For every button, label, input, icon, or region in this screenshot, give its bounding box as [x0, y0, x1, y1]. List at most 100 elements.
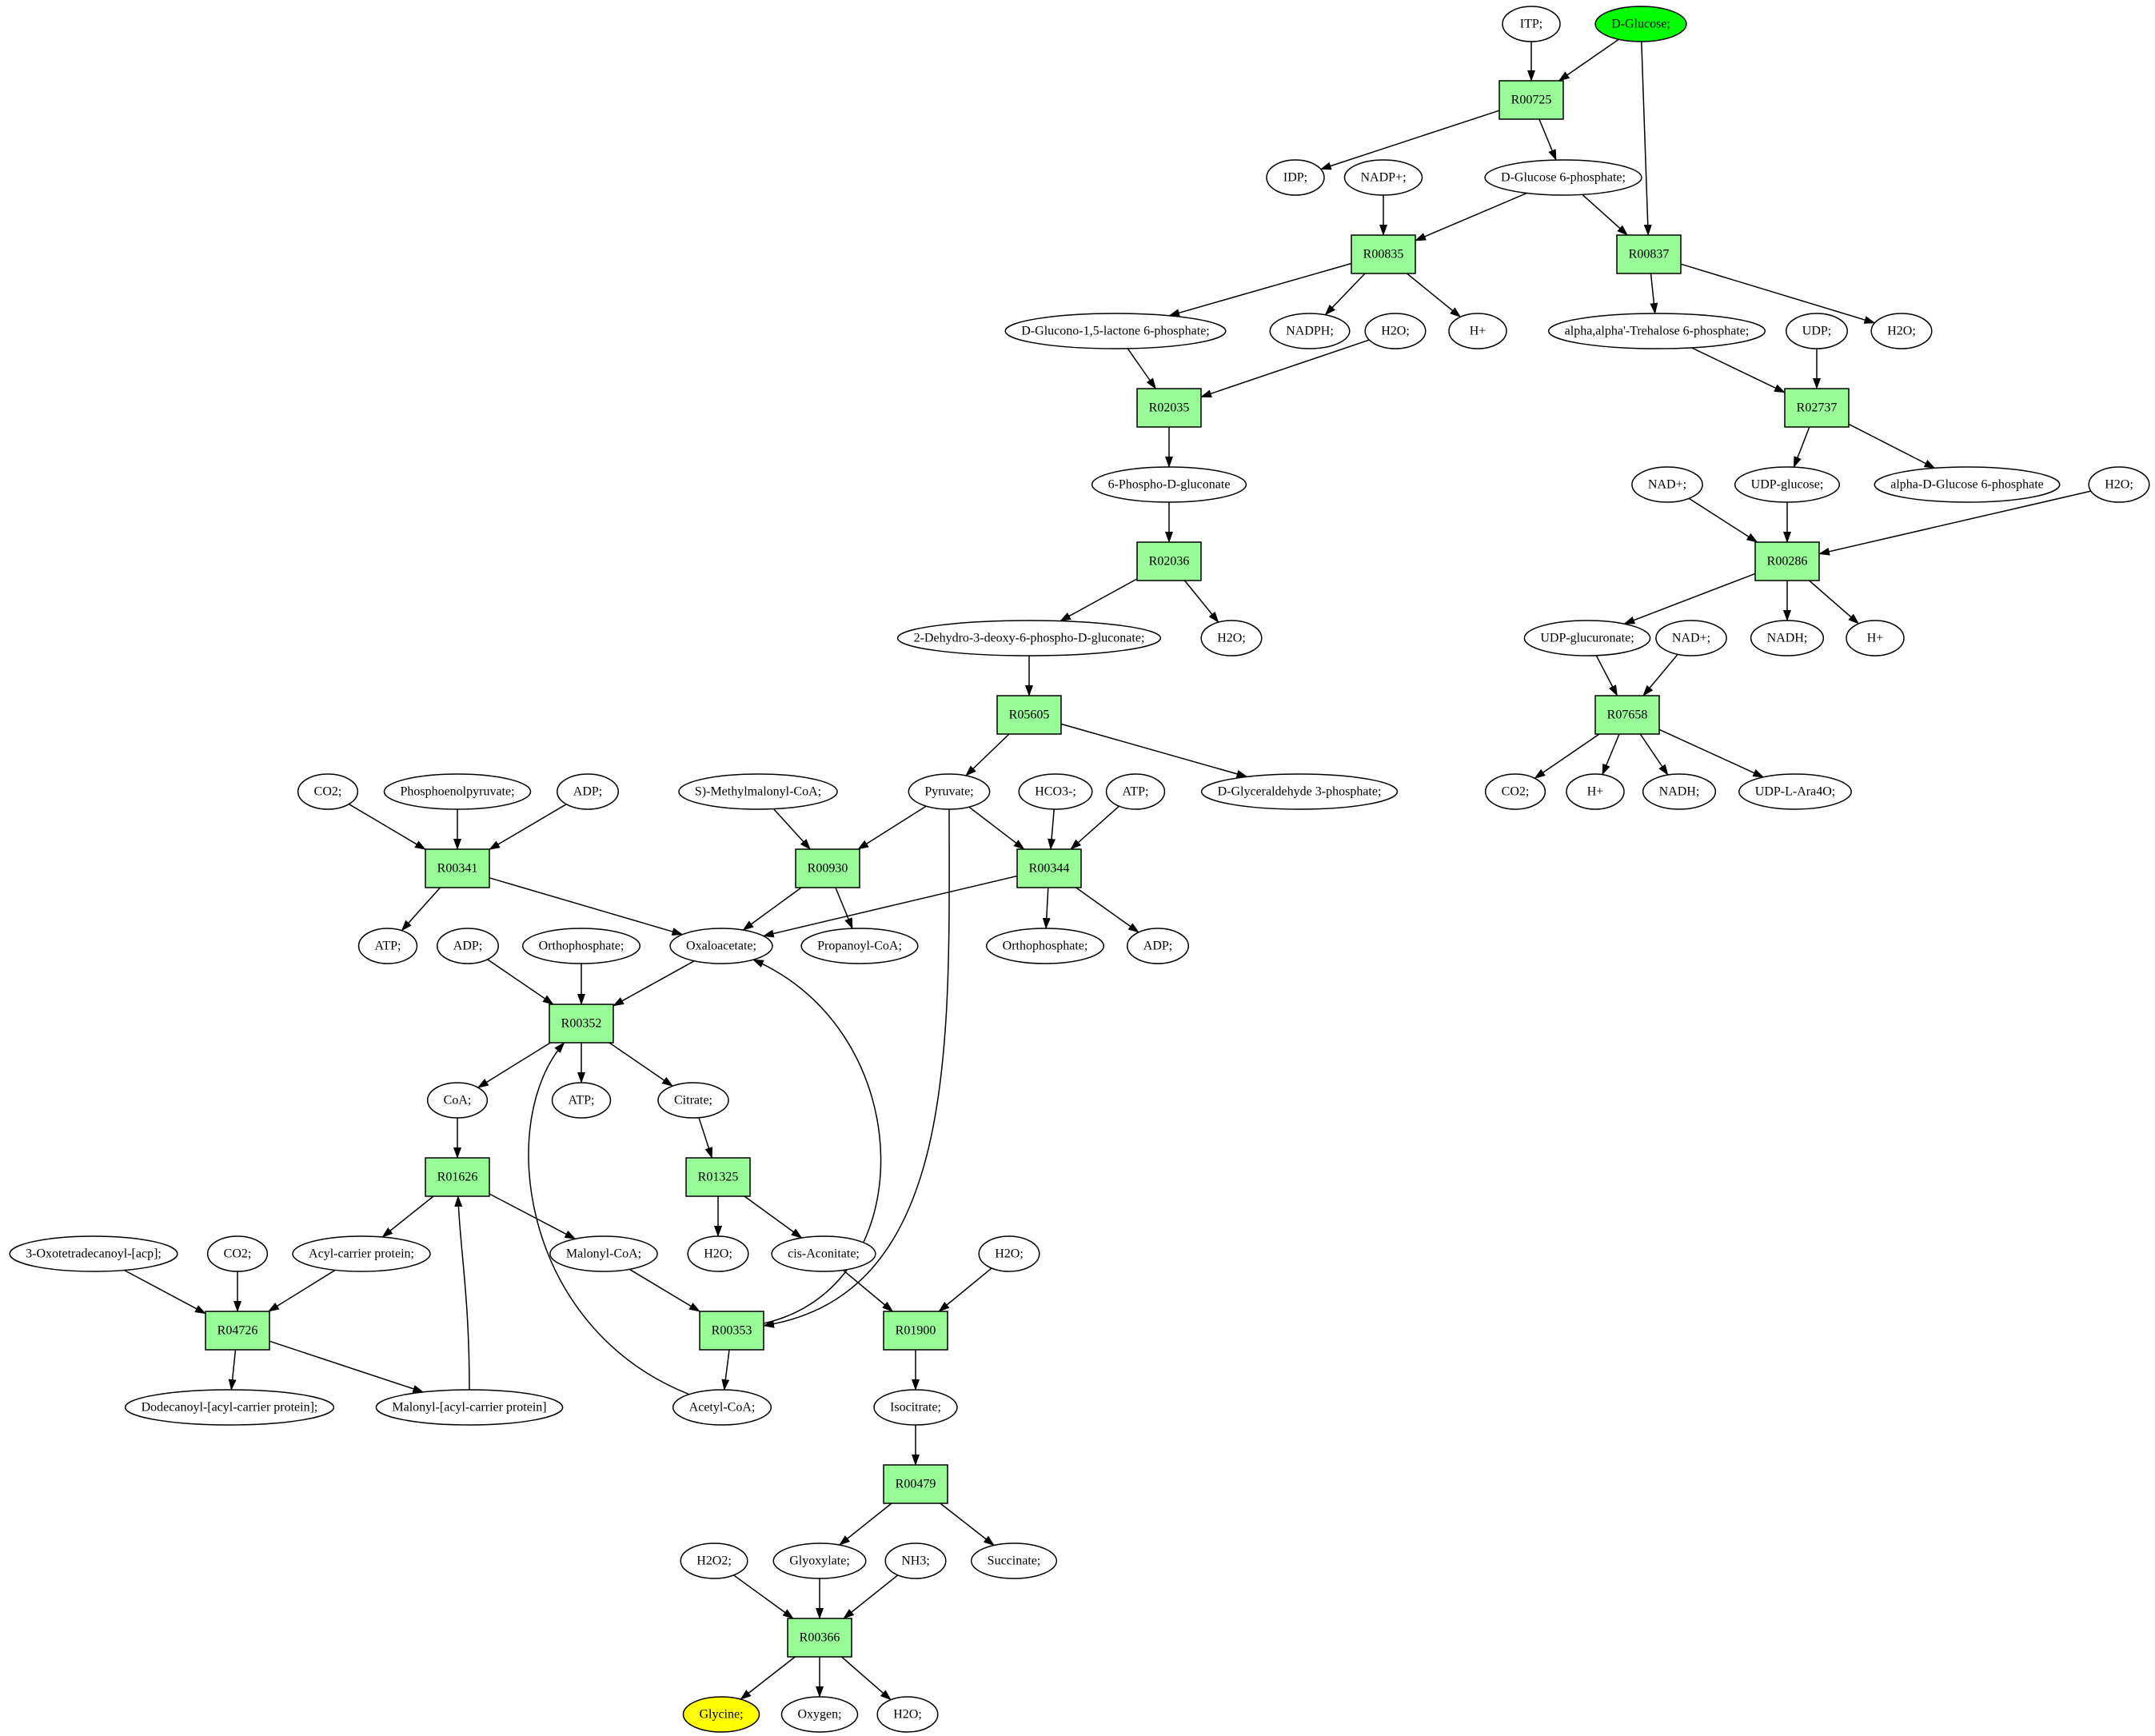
node-label: Phosphoenolpyruvate; — [400, 785, 514, 799]
compound-ellipse — [780, 1696, 859, 1733]
edge-r00725-to-idp — [1319, 110, 1500, 170]
edge-dglucose-to-r00837 — [1641, 41, 1652, 236]
compound-node-idp: IDP; — [1266, 159, 1325, 196]
reaction-box — [1136, 541, 1202, 581]
compound-node-h2o_g: H2O; — [876, 1696, 939, 1733]
compound-node-nadp: NADP+; — [1343, 159, 1423, 196]
compound-node-kdpg: 2-Dehydro-3-deoxy-6-phospho-D-gluconate; — [896, 620, 1162, 656]
node-label: Malonyl-[acyl-carrier protein] — [392, 1401, 546, 1415]
node-label: ADP; — [573, 785, 602, 799]
reaction-node-r00352: R00352 — [549, 1004, 614, 1044]
edge-r00835-to-glucono — [1168, 262, 1352, 317]
reaction-node-r00835: R00835 — [1351, 234, 1416, 274]
compound-node-co2_a: CO2; — [297, 773, 359, 810]
edge-adp_b-to-r00352 — [487, 959, 554, 1005]
reaction-box — [883, 1464, 948, 1504]
edge-pyruvate-to-r00353 — [763, 808, 950, 1328]
edge-nad_b-to-r07658 — [1642, 653, 1678, 696]
node-label: UDP-glucose; — [1751, 478, 1824, 492]
compound-ellipse — [1870, 313, 1933, 349]
node-label: Succinate; — [988, 1554, 1041, 1568]
node-label: H2O; — [893, 1708, 922, 1722]
edge-r02036-to-h2o_d — [1183, 580, 1219, 623]
compound-ellipse — [1105, 773, 1166, 810]
edge-r00835-to-hplus_a — [1407, 273, 1462, 318]
edge-r00837-to-trehalose — [1650, 273, 1658, 314]
reaction-node-r00479: R00479 — [883, 1464, 948, 1504]
edge-r00725-to-g6p — [1538, 118, 1557, 162]
node-label: HCO3-; — [1035, 785, 1076, 799]
node-label: R04726 — [217, 1324, 258, 1338]
compound-node-malonylacp: Malonyl-[acyl-carrier protein] — [375, 1389, 564, 1426]
compound-ellipse — [908, 773, 991, 810]
edge-glucono-to-r02035 — [1127, 348, 1156, 389]
edge-co2_a-to-r00341 — [348, 803, 426, 850]
compound-ellipse — [672, 1389, 772, 1426]
node-label: R00930 — [808, 862, 848, 876]
node-label: ADP; — [1143, 940, 1172, 953]
compound-ellipse — [800, 928, 919, 964]
compound-ellipse — [978, 1235, 1040, 1272]
edge-h2o2-to-r00366 — [733, 1574, 794, 1619]
node-label: S)-Methylmalonyl-CoA; — [695, 785, 821, 799]
edge-r00344-to-oxaloacetate — [762, 875, 1018, 938]
compound-ellipse — [1502, 6, 1561, 42]
compound-node-oxaloacetate: Oxaloacetate; — [669, 928, 773, 964]
compound-node-propanoyl: Propanoyl-CoA; — [800, 928, 919, 964]
node-label: Isocitrate; — [890, 1401, 941, 1415]
node-label: ATP; — [569, 1094, 595, 1107]
edge-pyruvate-to-r00930 — [857, 805, 927, 850]
compound-ellipse — [375, 1389, 564, 1426]
compound-node-itp: ITP; — [1502, 6, 1561, 42]
compound-ellipse — [678, 773, 838, 810]
compound-node-aglc6p: alpha-D-Glucose 6-phosphate — [1874, 466, 2061, 503]
edge-cisaconitate-to-r01900 — [842, 1269, 894, 1312]
node-label: R00366 — [800, 1631, 840, 1645]
node-label: R02035 — [1149, 401, 1190, 415]
node-layer: ITP;D-Glucose;R00725IDP;NADP+;D-Glucose … — [9, 6, 2150, 1733]
node-label: H2O; — [995, 1247, 1024, 1261]
compound-node-hco3: HCO3-; — [1018, 773, 1093, 810]
compound-node-acetylcoa: Acetyl-CoA; — [672, 1389, 772, 1426]
compound-ellipse — [1655, 620, 1727, 656]
compound-ellipse — [1200, 773, 1399, 810]
compound-ellipse — [1734, 466, 1841, 503]
reaction-node-r01325: R01325 — [685, 1157, 751, 1197]
node-label: 6-Phospho-D-gluconate — [1108, 478, 1231, 492]
node-label: R00353 — [712, 1324, 752, 1338]
node-label: R02036 — [1149, 555, 1190, 569]
edge-r04726-to-dodecanoyl — [228, 1349, 237, 1391]
node-label: H2O2; — [696, 1554, 732, 1568]
node-label: cis-Aconitate; — [788, 1247, 860, 1261]
compound-ellipse — [1484, 159, 1642, 196]
compound-node-hplus_b: H+ — [1846, 620, 1905, 656]
compound-node-oxygen: Oxygen; — [780, 1696, 859, 1733]
compound-node-isocitrate: Isocitrate; — [873, 1389, 958, 1426]
edge-r07658-to-udpara — [1658, 728, 1765, 778]
node-label: R07658 — [1607, 708, 1648, 722]
edge-r05605-to-pyruvate — [965, 733, 1010, 776]
reaction-node-r00725: R00725 — [1499, 80, 1564, 120]
compound-ellipse — [549, 1235, 658, 1272]
reaction-box — [1594, 695, 1660, 735]
compound-ellipse — [1091, 466, 1247, 503]
compound-node-nh3: NH3; — [884, 1542, 947, 1579]
node-label: CO2; — [224, 1247, 252, 1261]
edge-r00930-to-propanoyl — [835, 887, 853, 930]
compound-node-acp: Acyl-carrier protein; — [292, 1235, 431, 1272]
reaction-node-r04726: R04726 — [205, 1311, 270, 1351]
edge-r07658-to-nadh_b — [1639, 733, 1669, 776]
compound-ellipse — [772, 1542, 867, 1579]
compound-node-succinate: Succinate; — [970, 1542, 1058, 1579]
node-label: R01900 — [896, 1324, 936, 1338]
node-label: Oxaloacetate; — [686, 940, 756, 953]
node-label: CO2; — [314, 785, 342, 799]
edge-trehalose-to-r02737 — [1691, 347, 1786, 393]
compound-node-adp_b: ADP; — [437, 928, 499, 964]
edge-smm-to-r00930 — [772, 808, 811, 850]
reaction-box — [1351, 234, 1416, 274]
reaction-box — [1754, 541, 1820, 581]
edge-r05605-to-g3p — [1060, 723, 1248, 778]
node-label: NH3; — [901, 1554, 930, 1568]
